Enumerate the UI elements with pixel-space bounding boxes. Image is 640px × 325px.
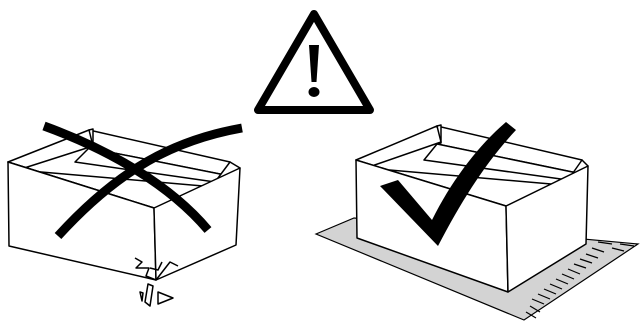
left-panel-wrong <box>7 121 243 307</box>
warning-triangle-icon <box>254 10 374 114</box>
checkmark-icon <box>380 122 516 246</box>
crack-fragments <box>139 283 174 307</box>
right-panel-correct <box>314 122 640 321</box>
cracked-u-block <box>7 128 241 281</box>
exclamation-dot <box>308 87 320 97</box>
exclamation-mark <box>309 45 319 82</box>
cross-icon <box>42 121 243 240</box>
